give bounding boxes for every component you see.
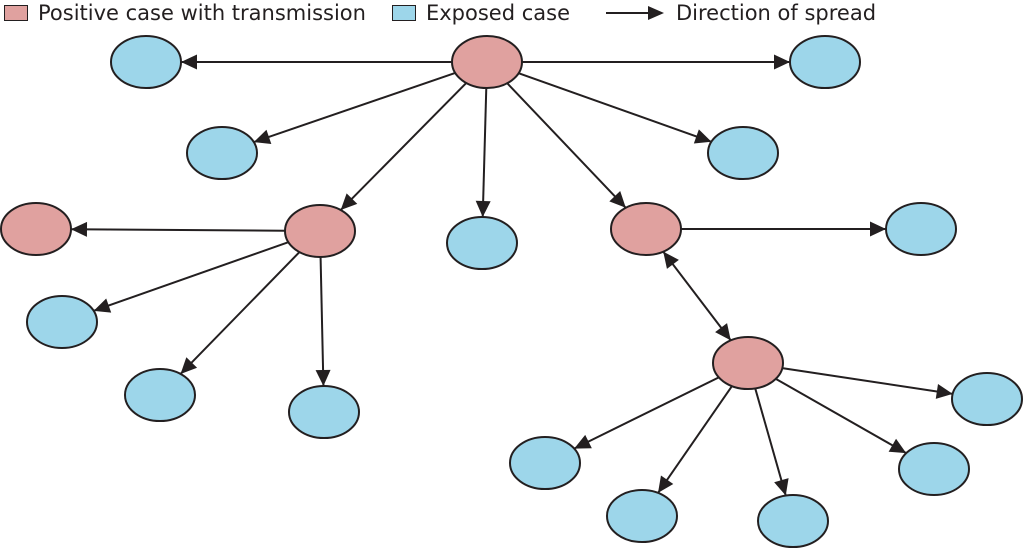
arrowhead-root-to-p3 xyxy=(609,191,626,208)
exposed-case-node-e9 xyxy=(885,202,957,256)
exposed-case-node-e5 xyxy=(446,216,518,270)
arrowhead-p4-to-e10 xyxy=(935,384,953,399)
legend-item-exposed: Exposed case xyxy=(391,1,570,25)
exposed-case-node-e11 xyxy=(509,436,581,490)
exposed-case-node-e3 xyxy=(186,126,258,180)
legend-positive-label: Positive case with transmission xyxy=(38,1,366,25)
legend-item-direction: Direction of spread xyxy=(604,1,876,25)
edge-p4-to-e14 xyxy=(754,388,787,496)
arrowhead-root-to-e4 xyxy=(693,129,712,144)
edges-layer xyxy=(70,54,953,496)
edge-root-to-p1 xyxy=(339,82,468,211)
arrowhead-p1-to-p2 xyxy=(70,221,88,237)
edge-root-to-e4 xyxy=(518,72,712,143)
exposed-case-node-e2 xyxy=(789,35,861,89)
arrow-icon xyxy=(606,6,664,20)
edge-p3-to-p4 xyxy=(662,251,732,341)
arrowhead-p1-to-e6 xyxy=(93,298,112,313)
exposed-case-node-e4 xyxy=(707,126,779,180)
arrowhead-p4-to-e11 xyxy=(574,434,592,449)
arrowhead-p3-to-e9 xyxy=(870,221,886,237)
nodes-layer xyxy=(0,35,1023,548)
arrowhead-root-to-e1 xyxy=(181,54,197,70)
edge-p4-to-e10 xyxy=(782,367,953,395)
legend-exposed-label: Exposed case xyxy=(425,1,570,25)
arrowhead-p3-to-p4 xyxy=(715,323,731,341)
arrowhead-root-to-e5 xyxy=(475,200,491,218)
legend-direction-label: Direction of spread xyxy=(676,1,877,25)
exposed-case-node-e12 xyxy=(898,442,970,496)
edge-root-to-e5 xyxy=(481,87,488,218)
arrowhead-p1-to-e7 xyxy=(180,357,198,374)
edge-p1-to-p2 xyxy=(70,228,286,232)
exposed-case-node-e13 xyxy=(606,489,678,543)
exposed-case-node-e7 xyxy=(124,368,196,422)
arrowhead-p4-to-e14 xyxy=(774,478,789,496)
edge-p4-to-e11 xyxy=(573,376,720,450)
edge-root-to-p3 xyxy=(506,82,627,209)
positive-case-node-root xyxy=(451,35,523,89)
edge-root-to-e3 xyxy=(253,71,456,144)
edge-p4-to-e13 xyxy=(657,385,733,494)
arrowhead-p4-to-e13 xyxy=(658,475,674,493)
positive-case-node-p1 xyxy=(284,204,356,258)
arrowhead-root-to-e2 xyxy=(774,54,790,70)
arrowhead-root-to-e3 xyxy=(253,129,272,144)
positive-case-node-p4 xyxy=(712,336,784,390)
legend-item-positive: Positive case with transmission xyxy=(4,1,366,25)
edge-p1-to-e8 xyxy=(319,256,325,387)
edge-p1-to-e7 xyxy=(179,251,301,375)
arrowhead-p1-to-e8 xyxy=(315,369,331,387)
edge-p4-to-e12 xyxy=(775,377,907,455)
arrowhead-p4-to-e12 xyxy=(888,438,907,454)
exposed-case-swatch xyxy=(391,5,416,21)
positive-case-node-p2 xyxy=(0,202,72,256)
exposed-case-node-e8 xyxy=(288,385,360,439)
legend: Positive case with transmission Exposed … xyxy=(4,0,876,26)
exposed-case-node-e10 xyxy=(951,372,1023,426)
positive-case-node-p3 xyxy=(610,202,682,256)
exposed-case-node-e1 xyxy=(110,35,182,89)
exposed-case-node-e14 xyxy=(757,494,829,548)
exposed-case-node-e6 xyxy=(26,295,98,349)
positive-case-swatch xyxy=(4,5,28,21)
arrowhead-p4-to-p3 xyxy=(663,251,679,269)
edge-p1-to-e6 xyxy=(93,241,289,312)
arrowhead-root-to-p1 xyxy=(340,193,358,211)
